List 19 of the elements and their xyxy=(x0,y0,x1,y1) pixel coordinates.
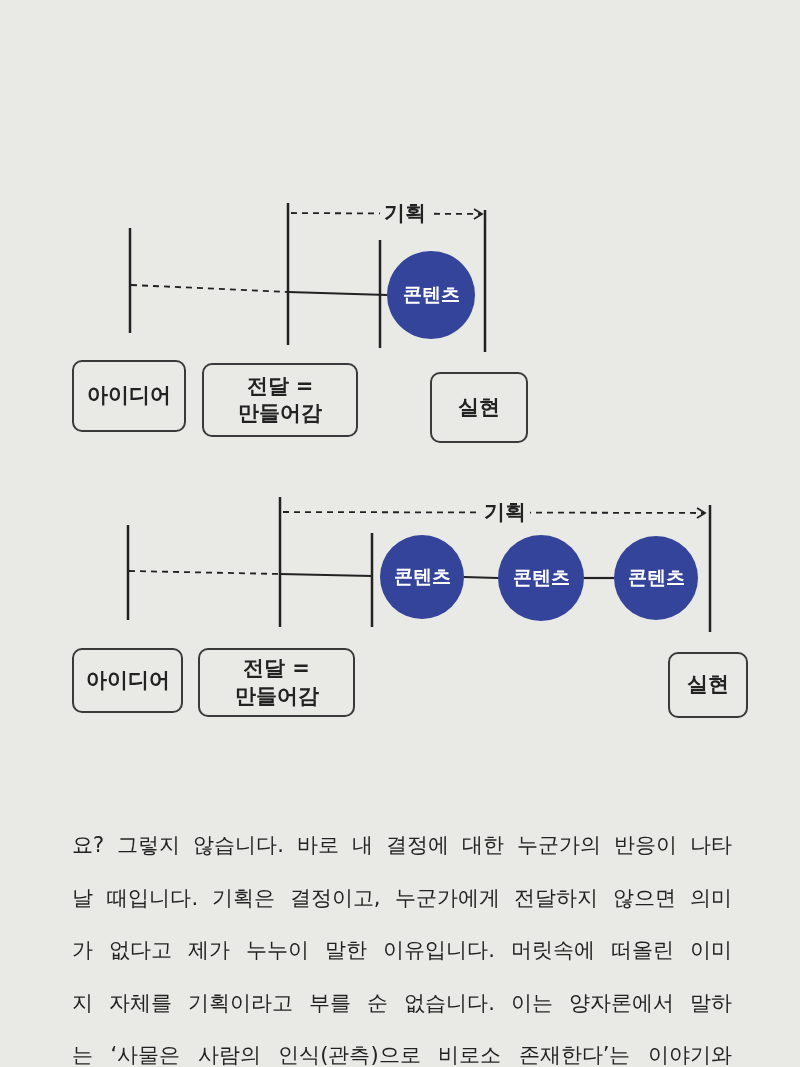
stage-box: 전달 = 만들어감 xyxy=(202,363,358,437)
span-label: 기획 xyxy=(380,201,430,225)
stage-box: 아이디어 xyxy=(72,360,186,432)
body-text-line: 날 때입니다. 기획은 결정이고, 누군가에게 전달하지 않으면 의미 xyxy=(72,884,732,911)
stage-box: 아이디어 xyxy=(72,648,183,713)
stage-box: 실현 xyxy=(668,652,748,718)
body-text-line: 요? 그렇지 않습니다. 바로 내 결정에 대한 누군가의 반응이 나타 xyxy=(72,832,732,858)
body-text-line: 가 없다고 제가 누누이 말한 이유입니다. 머릿속에 떠올린 이미 xyxy=(72,937,732,963)
content-circle: 콘텐츠 xyxy=(614,536,698,620)
connector-line xyxy=(463,575,499,580)
body-text-line: 는 ‘사물은 사람의 인식(관측)으로 비로소 존재한다’는 이야기와 xyxy=(72,1042,732,1067)
content-circle: 콘텐츠 xyxy=(387,251,475,339)
stage-box: 실현 xyxy=(430,372,528,443)
content-circle: 콘텐츠 xyxy=(498,535,584,621)
connector-line xyxy=(584,576,614,580)
span-label: 기획 xyxy=(480,500,530,524)
stage-box: 전달 =만들어감 xyxy=(198,648,355,717)
body-text-line: 지 자체를 기획이라고 부를 순 없습니다. 이는 양자론에서 말하 xyxy=(72,989,732,1016)
content-circle: 콘텐츠 xyxy=(380,535,464,619)
